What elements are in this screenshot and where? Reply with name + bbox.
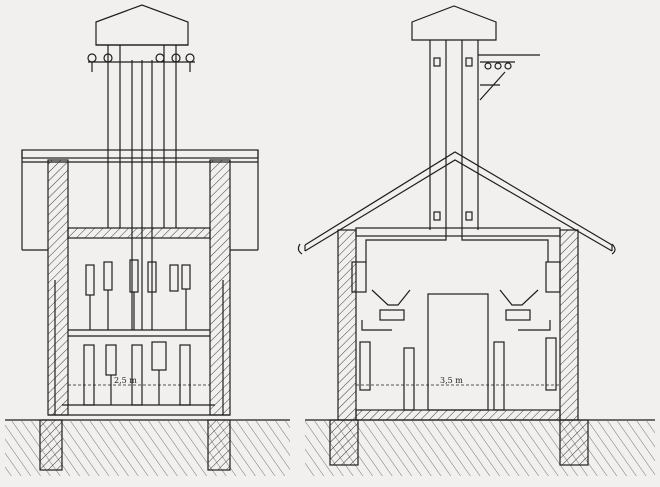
right-building-walls [337,227,579,421]
left-roof-slab [21,149,259,251]
right-transformer-cabinet [427,293,489,411]
left-switch-columns [83,341,191,406]
left-tower-shaft [107,45,177,330]
right-ground [305,419,655,476]
left-ground [5,419,290,476]
left-station-elevation: 2,5 m [5,4,290,476]
left-tower-cap [95,4,189,46]
right-gabled-roof [297,151,616,255]
right-line-bracket [478,54,540,101]
right-wall-bushings [351,261,561,293]
left-pendant-insulators [85,259,191,330]
right-disconnect-switches [361,289,551,331]
right-interior-wiring [365,230,549,262]
right-dimension-label: 3,5 m [440,376,463,385]
left-dimension-label: 2,5 m [114,376,137,385]
left-roof-insulators [87,53,195,72]
right-station-elevation: 3,5 m [297,5,655,476]
left-building-walls [47,159,231,416]
right-column-apparatus [359,337,557,411]
left-ceiling-slab [67,227,211,239]
right-tower-shaft [429,40,479,230]
right-tower-cap [411,5,497,41]
